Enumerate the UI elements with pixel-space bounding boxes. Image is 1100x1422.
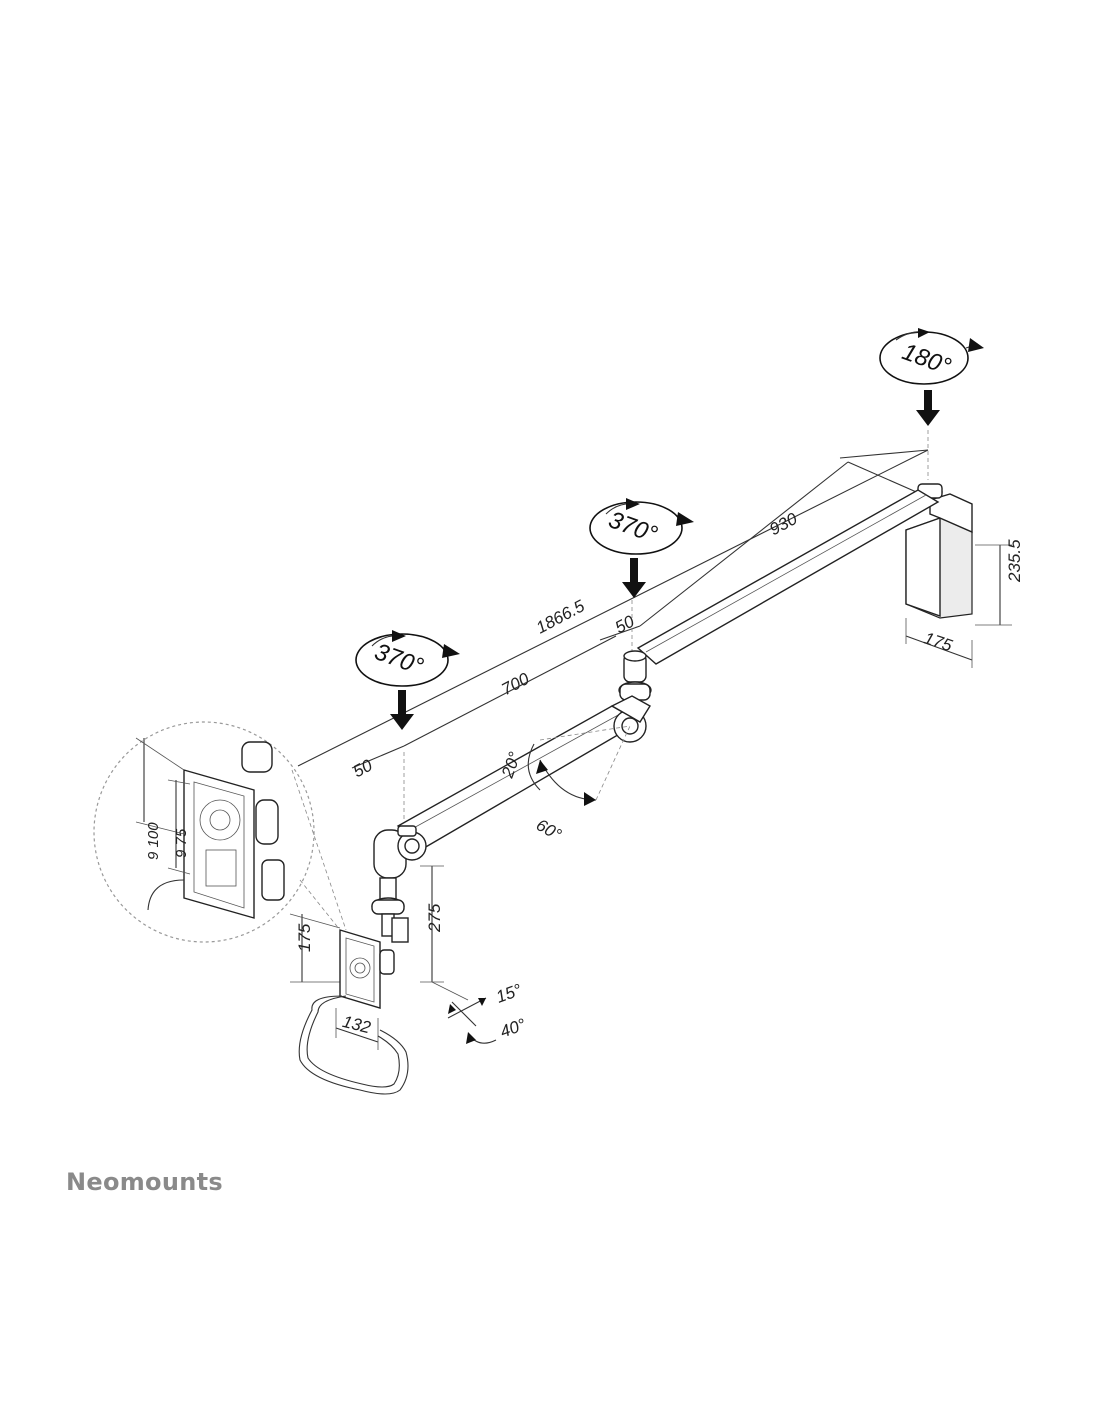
rotation-badge-front: 370° bbox=[355, 630, 460, 730]
dim-total-reach: 1866.5 bbox=[533, 596, 588, 637]
lower-arm bbox=[396, 695, 651, 849]
dim-vesa-large: 9 100 bbox=[145, 822, 162, 860]
angle-swivel: 40° bbox=[498, 1015, 529, 1042]
dim-plate-width: 132 bbox=[340, 1012, 373, 1037]
dim-vesa-small: 9 75 bbox=[173, 828, 190, 858]
vesa-plate bbox=[339, 929, 395, 1009]
dimension-lines bbox=[289, 430, 1012, 1050]
angle-arm-down: 60° bbox=[533, 815, 565, 844]
rotation-badge-wall: 180° bbox=[879, 328, 984, 426]
dim-bracket-height: 235.5 bbox=[1005, 539, 1024, 583]
wall-bracket bbox=[905, 483, 973, 619]
cable bbox=[298, 995, 409, 1095]
detail-zoom bbox=[93, 721, 347, 943]
middle-joint bbox=[618, 650, 652, 701]
tilt-swivel-symbol bbox=[447, 997, 497, 1044]
angle-tilt: 15° bbox=[494, 980, 525, 1007]
dim-upper-arm: 930 bbox=[766, 509, 800, 539]
front-joint bbox=[371, 825, 427, 943]
upper-arm bbox=[636, 489, 940, 665]
rotation-badge-middle: 370° bbox=[589, 498, 694, 598]
angle-guide bbox=[527, 725, 631, 806]
dim-column-height: 275 bbox=[425, 903, 444, 933]
dim-plate-height: 175 bbox=[295, 923, 314, 952]
dim-offset-rear: 50 bbox=[612, 611, 638, 637]
brand-logo: Neomounts bbox=[66, 1168, 223, 1196]
